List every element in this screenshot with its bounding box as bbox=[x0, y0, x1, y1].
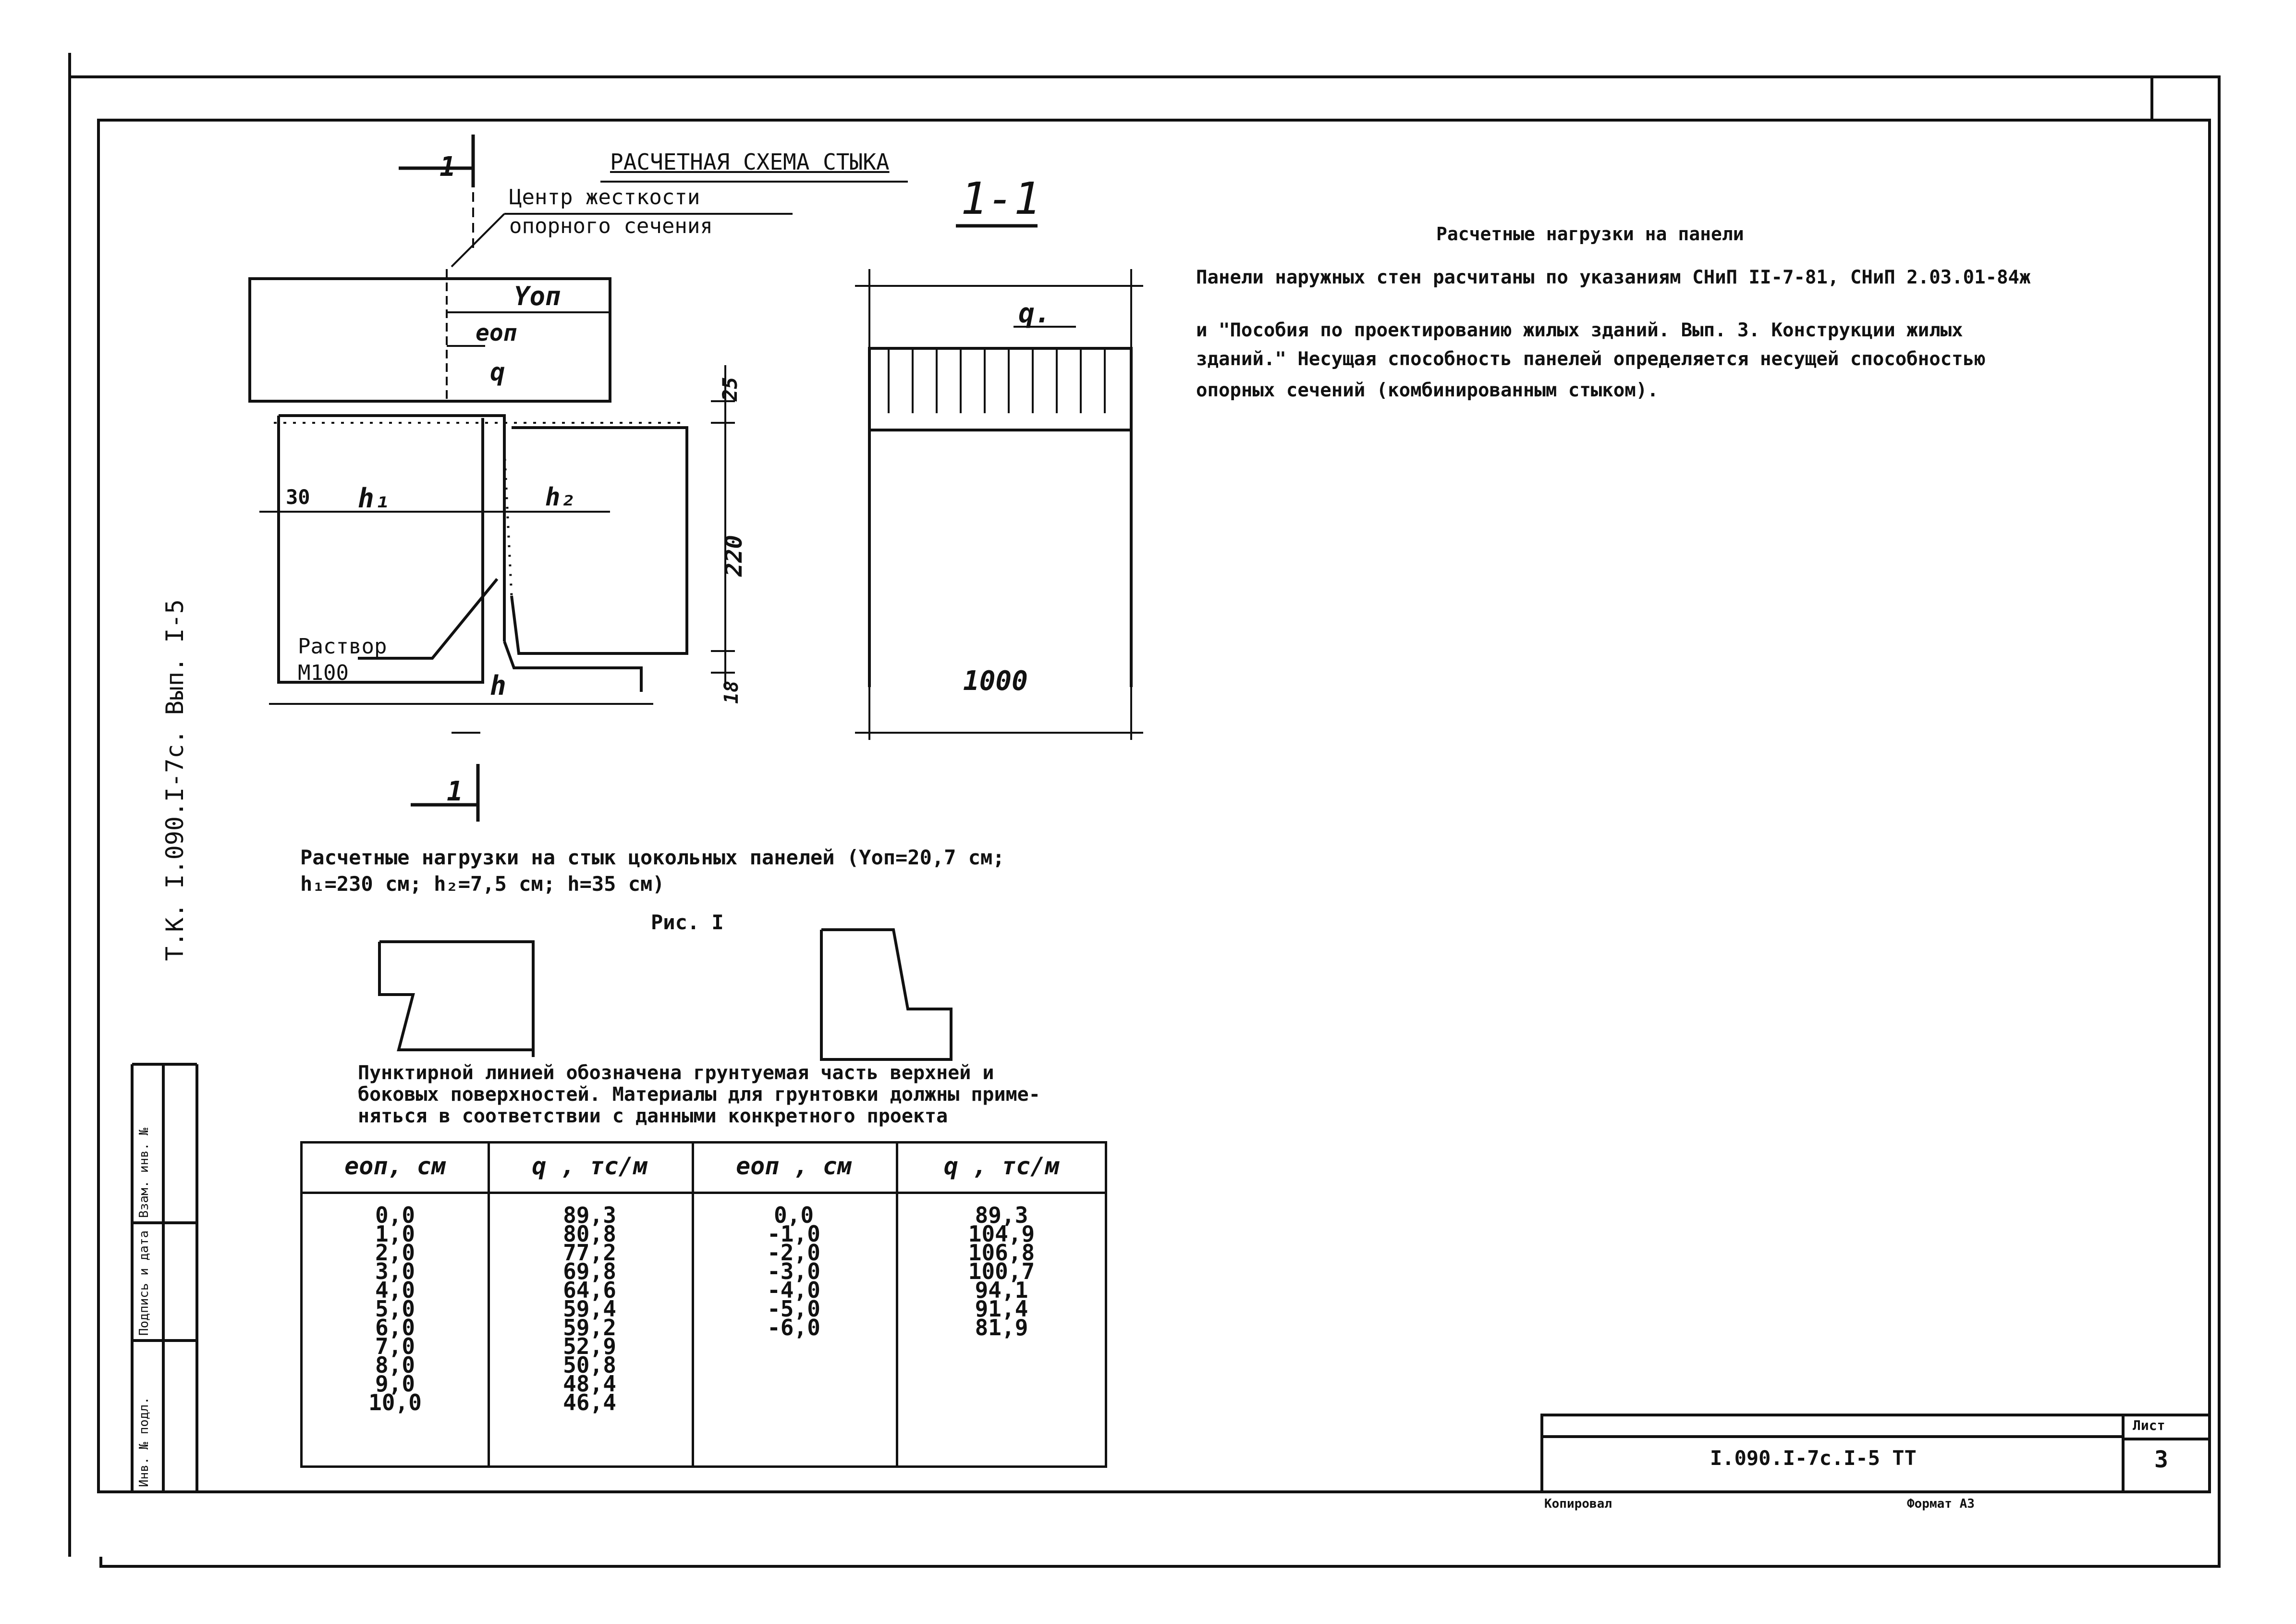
h-label: h bbox=[490, 670, 506, 701]
table-cell: 81,9 bbox=[975, 1315, 1028, 1341]
table-cell: 69,8 bbox=[563, 1258, 616, 1284]
table-cell: 6,0 bbox=[375, 1315, 415, 1341]
table-cell: 80,8 bbox=[563, 1221, 616, 1247]
table-cell: 7,0 bbox=[375, 1333, 415, 1359]
table-cell: 59,2 bbox=[563, 1315, 616, 1341]
table-cell: 48,4 bbox=[563, 1371, 616, 1397]
table-cell: -6,0 bbox=[767, 1315, 820, 1341]
section-mark-bottom: 1 bbox=[447, 776, 463, 807]
note-line-3: няться в соответствии с данными конкретн… bbox=[358, 1105, 948, 1127]
q-label: q bbox=[490, 358, 505, 387]
mortar-label-1: Раствор bbox=[298, 634, 387, 659]
figure-label: Рис. I bbox=[651, 910, 724, 934]
table-divider bbox=[692, 1144, 694, 1465]
table-cell: 52,9 bbox=[563, 1333, 616, 1359]
table-cell: 64,6 bbox=[563, 1277, 616, 1303]
table-cell: -3,0 bbox=[767, 1258, 820, 1284]
table-header-e2: eоп , см bbox=[736, 1152, 852, 1180]
table-header-q2: q , тс/м bbox=[943, 1152, 1060, 1180]
section-label: 1-1 bbox=[961, 173, 1041, 224]
stamp-replace-inv: Взам. инв. № bbox=[137, 1128, 151, 1218]
loads-heading: Расчетные нагрузки на панели bbox=[1436, 223, 1744, 245]
mortar-label-2: М100 bbox=[298, 661, 349, 685]
table-cell: 5,0 bbox=[375, 1296, 415, 1322]
table-cell: 3,0 bbox=[375, 1258, 415, 1284]
table-cell: 0,0 bbox=[375, 1202, 415, 1228]
dim-25: 25 bbox=[718, 377, 742, 401]
table-cell: 50,8 bbox=[563, 1352, 616, 1378]
title-block-sheet-number: 3 bbox=[2154, 1446, 2168, 1473]
title-block-code: I.090.I-7с.I-5 ТТ bbox=[1710, 1446, 1917, 1470]
center-label-2: опорного сечения bbox=[509, 214, 713, 238]
table-cell: 89,3 bbox=[975, 1202, 1028, 1228]
table-cell: 46,4 bbox=[563, 1390, 616, 1415]
scheme-title: РАСЧЕТНАЯ СХЕМА СТЫКА bbox=[610, 149, 890, 175]
table-cell: -4,0 bbox=[767, 1277, 820, 1303]
title-block-format: Формат А3 bbox=[1907, 1497, 1975, 1511]
table-cell: 91,4 bbox=[975, 1296, 1028, 1322]
y-on-label: Yоп bbox=[514, 281, 561, 311]
side-doc-code: Т.К. I.090.I-7с. Вып. I-5 bbox=[161, 599, 189, 961]
table-cell: -5,0 bbox=[767, 1296, 820, 1322]
dim-18: 18 bbox=[721, 680, 743, 704]
table-header-q1: q , тс/м bbox=[532, 1152, 647, 1180]
dim-220: 220 bbox=[721, 535, 747, 577]
table-cell: 1,0 bbox=[375, 1221, 415, 1247]
title-block-copied: Копировал bbox=[1544, 1497, 1612, 1511]
table-cell: 9,0 bbox=[375, 1371, 415, 1397]
stamp-inv-no: Инв. № подл. bbox=[137, 1397, 151, 1487]
table-cell: 89,3 bbox=[563, 1202, 616, 1228]
table-cell: -2,0 bbox=[767, 1240, 820, 1266]
e-on-label: eоп bbox=[476, 320, 517, 346]
table-cell: 106,8 bbox=[968, 1240, 1035, 1266]
h1-label: h₁ bbox=[358, 483, 391, 514]
table-cell: 100,7 bbox=[968, 1258, 1035, 1284]
table-divider bbox=[896, 1144, 898, 1465]
table-header-e1: eоп, см bbox=[344, 1152, 446, 1180]
figure-caption-2: h₁=230 см; h₂=7,5 см; h=35 см) bbox=[300, 872, 665, 896]
loads-line-1: Панели наружных стен расчитаны по указан… bbox=[1196, 267, 2031, 288]
h2-label: h₂ bbox=[545, 483, 575, 512]
table-cell: -1,0 bbox=[767, 1221, 820, 1247]
table-cell: 104,9 bbox=[968, 1221, 1035, 1247]
table-header-row bbox=[303, 1144, 1105, 1194]
section-mark-top: 1 bbox=[440, 151, 456, 183]
table-divider bbox=[488, 1144, 490, 1465]
table-cell: 94,1 bbox=[975, 1277, 1028, 1303]
q-right-label: q. bbox=[1018, 298, 1051, 329]
table-cell: 59,4 bbox=[563, 1296, 616, 1322]
table-cell: 4,0 bbox=[375, 1277, 415, 1303]
title-block-sheet-label: Лист bbox=[2133, 1417, 2165, 1433]
table-cell: 0,0 bbox=[773, 1202, 814, 1228]
dim-1000: 1000 bbox=[963, 665, 1028, 697]
table-cell: 10,0 bbox=[368, 1390, 422, 1415]
stamp-signature-date: Подпись и дата bbox=[137, 1230, 151, 1336]
note-line-1: Пунктирной линией обозначена грунтуемая … bbox=[358, 1062, 994, 1084]
table-column-e-negative: 0,0-1,0-2,0-3,0-4,0-5,0-6,0 bbox=[692, 1202, 896, 1341]
center-label-1: Центр жесткости bbox=[509, 185, 700, 209]
dim-30: 30 bbox=[286, 485, 310, 509]
figure-caption-1: Расчетные нагрузки на стык цокольных пан… bbox=[300, 846, 1005, 869]
table-cell: 2,0 bbox=[375, 1240, 415, 1266]
table-cell: 8,0 bbox=[375, 1352, 415, 1378]
loads-line-4: опорных сечений (комбинированным стыком)… bbox=[1196, 380, 1659, 401]
loads-line-2: и "Пособия по проектированию жилых здани… bbox=[1196, 320, 1963, 341]
table-cell: 77,2 bbox=[563, 1240, 616, 1266]
loads-line-3: зданий." Несущая способность панелей опр… bbox=[1196, 348, 1986, 370]
note-line-2: боковых поверхностей. Материалы для грун… bbox=[358, 1083, 1040, 1106]
